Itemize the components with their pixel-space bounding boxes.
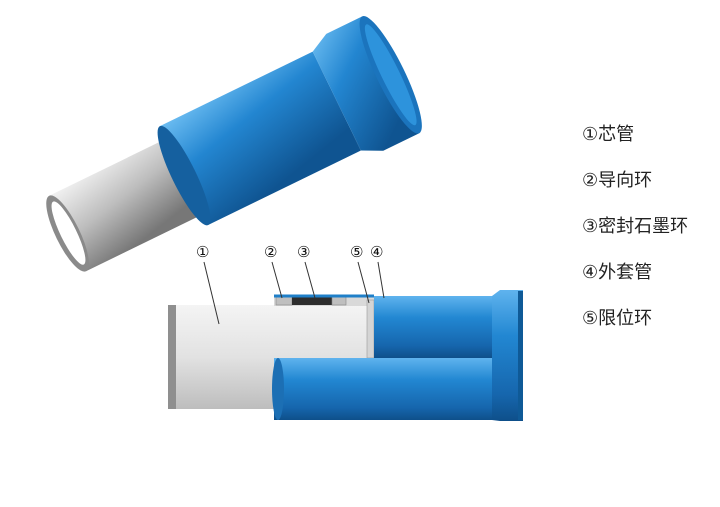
callout-5: ⑤ [350, 243, 363, 261]
legend-item-core-tube: ①芯管 [582, 124, 635, 145]
core-tube-end-edge [168, 305, 176, 409]
isometric-pipe-view [46, 16, 422, 272]
cutaway-pipe-view [168, 290, 523, 421]
callout-2: ② [264, 243, 277, 261]
guide-ring [275, 296, 293, 306]
legend-item-limit-ring: ⑤限位环 [582, 308, 653, 329]
legend-item-outer-sleeve: ④外套管 [582, 262, 653, 283]
leader-2 [271, 261, 283, 299]
leader-1 [203, 261, 220, 325]
outer-sleeve-iso-socket-rim [364, 24, 417, 126]
outer-sleeve-socket [492, 290, 523, 421]
outer-sleeve-left-face [272, 358, 284, 420]
outer-sleeve-iso [159, 51, 361, 226]
graphite-ring [292, 297, 332, 305]
callout-1: ① [196, 243, 209, 261]
outer-sleeve-iso-left-face [157, 125, 211, 226]
leader-4 [377, 261, 385, 299]
outer-sleeve-bottom [274, 358, 492, 420]
legend-item-guide-ring: ②导向环 [582, 170, 653, 191]
callout-3: ③ [297, 243, 310, 261]
callouts: ① ② ③ ⑤ ④ [196, 243, 385, 325]
parts-legend: ①芯管 ②导向环 ③密封石墨环 ④外套管 ⑤限位环 [582, 118, 688, 348]
limit-ring [366, 299, 375, 359]
outer-sleeve-socket-rim [518, 291, 523, 420]
leader-5 [357, 261, 370, 304]
core-tube-iso-bore [51, 201, 86, 265]
legend-item-graphite-ring: ③密封石墨环 [582, 216, 689, 237]
outer-sleeve-top [374, 296, 492, 358]
leader-3 [304, 261, 316, 299]
callout-4: ④ [370, 243, 383, 261]
guide-ring-right [331, 296, 347, 306]
outer-sleeve-iso-socket [312, 16, 420, 151]
